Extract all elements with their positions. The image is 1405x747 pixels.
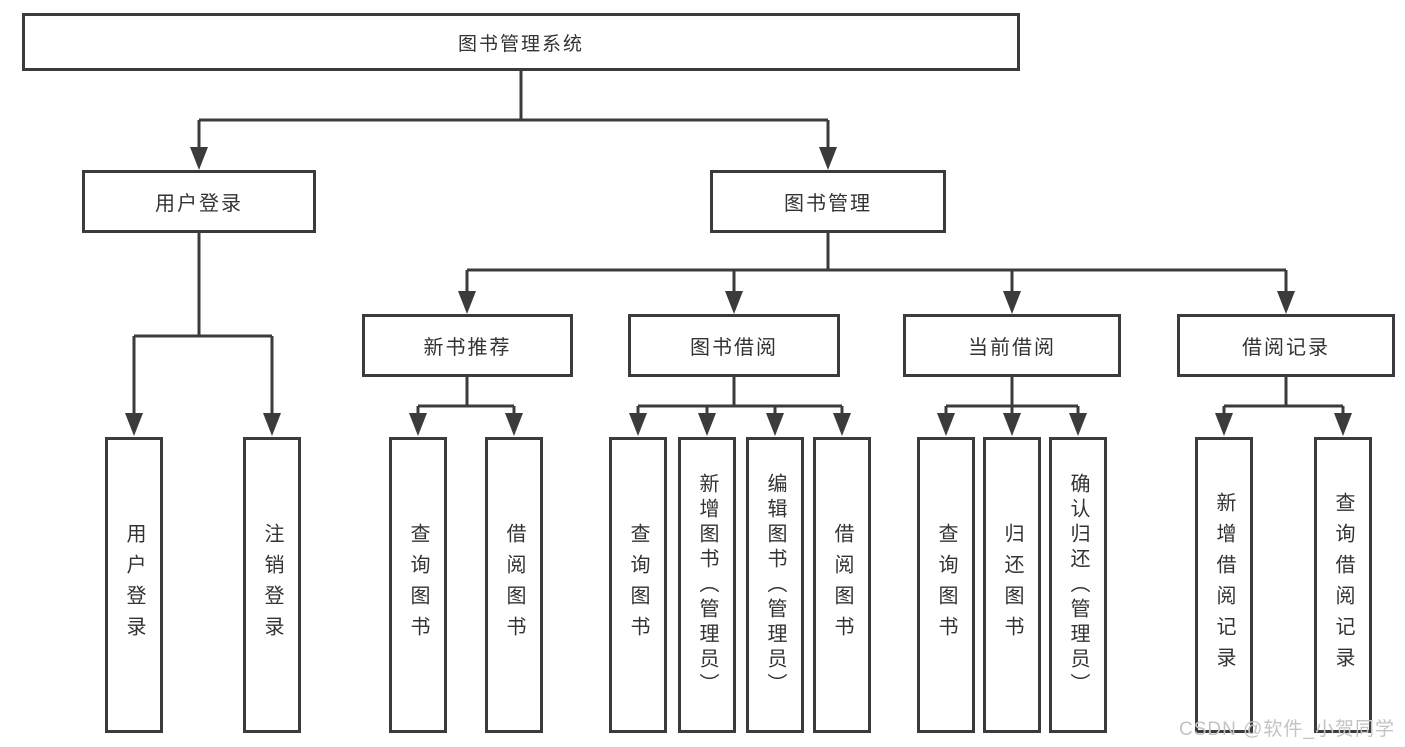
leaf-add-book-admin-label: 新增图书（管理员） <box>696 472 718 698</box>
leaf-query-books-recommend: 查询图书 <box>389 437 447 733</box>
leaf-query-books-current: 查询图书 <box>917 437 975 733</box>
leaf-logout: 注销登录 <box>243 437 301 733</box>
leaf-query-books-recommend-label: 查询图书 <box>407 523 429 647</box>
node-book-borrow: 图书借阅 <box>628 314 840 377</box>
leaf-edit-book-admin-label: 编辑图书（管理员） <box>764 472 786 698</box>
node-root: 图书管理系统 <box>22 13 1020 71</box>
connector-userlogin-to-leaves <box>132 233 274 416</box>
node-current-borrow-label: 当前借阅 <box>968 337 1056 359</box>
leaf-edit-book-admin: 编辑图书（管理员） <box>746 437 804 733</box>
leaf-borrow-books: 借阅图书 <box>813 437 871 733</box>
leaf-query-borrow-record-label: 查询借阅记录 <box>1332 492 1354 678</box>
leaf-borrow-books-recommend: 借阅图书 <box>485 437 543 733</box>
leaf-borrow-books-recommend-label: 借阅图书 <box>503 523 525 647</box>
leaf-confirm-return-admin: 确认归还（管理员） <box>1049 437 1107 733</box>
leaf-query-borrow-record: 查询借阅记录 <box>1314 437 1372 733</box>
connector-bookborrow-to-leaves <box>636 377 844 416</box>
leaf-add-book-admin: 新增图书（管理员） <box>678 437 736 733</box>
node-book-management: 图书管理 <box>710 170 946 233</box>
leaf-user-login-label: 用户登录 <box>123 523 145 647</box>
leaf-add-borrow-record: 新增借阅记录 <box>1195 437 1253 733</box>
connector-root-to-level2 <box>197 71 830 150</box>
csdn-watermark: CSDN @软件_小贺同学 <box>1179 719 1395 740</box>
leaf-query-books-borrow: 查询图书 <box>609 437 667 733</box>
node-new-book-recommend: 新书推荐 <box>362 314 573 377</box>
connector-borrowrecords-to-leaves <box>1222 377 1345 416</box>
node-current-borrow: 当前借阅 <box>903 314 1121 377</box>
node-user-login-label: 用户登录 <box>155 193 243 215</box>
node-book-management-label: 图书管理 <box>784 193 872 215</box>
connector-newbook-to-leaves <box>416 377 516 416</box>
leaf-confirm-return-admin-label: 确认归还（管理员） <box>1067 472 1089 698</box>
leaf-user-login: 用户登录 <box>105 437 163 733</box>
leaf-query-books-borrow-label: 查询图书 <box>627 523 649 647</box>
leaf-return-book: 归还图书 <box>983 437 1041 733</box>
arrowheads <box>125 147 1352 436</box>
connector-currentborrow-to-leaves <box>944 377 1080 416</box>
node-new-book-recommend-label: 新书推荐 <box>423 337 512 359</box>
leaf-logout-label: 注销登录 <box>261 523 283 647</box>
node-borrow-records-label: 借阅记录 <box>1242 337 1330 359</box>
node-book-borrow-label: 图书借阅 <box>690 337 778 359</box>
connector-bookmgmt-to-level3 <box>465 233 1288 294</box>
leaf-borrow-books-label: 借阅图书 <box>831 523 853 647</box>
node-user-login: 用户登录 <box>82 170 316 233</box>
leaf-return-book-label: 归还图书 <box>1001 523 1023 647</box>
node-borrow-records: 借阅记录 <box>1177 314 1395 377</box>
node-root-label: 图书管理系统 <box>457 33 584 55</box>
leaf-add-borrow-record-label: 新增借阅记录 <box>1213 492 1235 678</box>
leaf-query-books-current-label: 查询图书 <box>935 523 957 647</box>
